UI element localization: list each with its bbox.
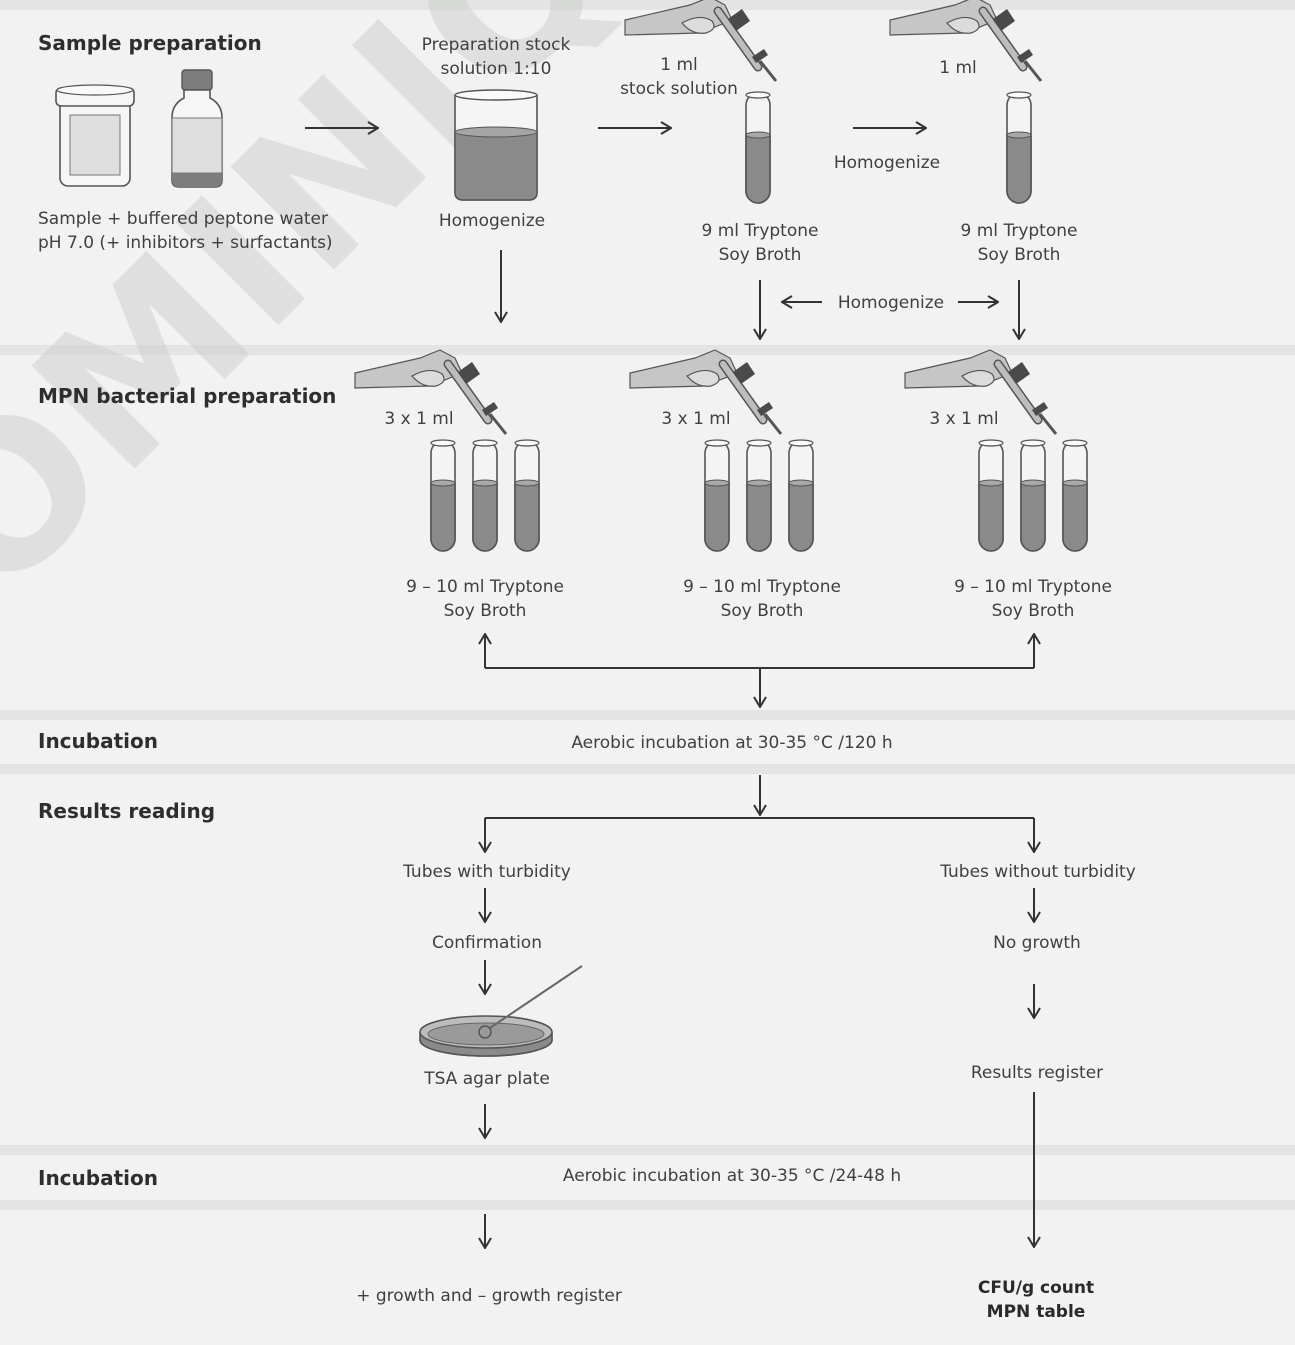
bottle-icon (171, 69, 223, 188)
stock-solution-label: Preparation stock solution 1:10 (422, 33, 571, 81)
homogenize-label: Homogenize (438, 211, 546, 231)
flow-arrows (305, 128, 1034, 1248)
cfu-line-2: MPN table (986, 1302, 1086, 1322)
test-tube-icon (514, 439, 540, 552)
section-divider (0, 1145, 1295, 1155)
sample-line-2: pH 7.0 (+ inhibitors + surfactants) (38, 233, 333, 253)
test-tube-icon (472, 439, 498, 552)
section-divider (0, 0, 1295, 10)
mpn-line-1: 9 – 10 ml Tryptone (406, 577, 564, 597)
test-tube-icon (430, 439, 456, 552)
turbidity-negative-label: Tubes without turbidity (940, 862, 1136, 882)
sample-line-1: Sample + buffered peptone water (38, 209, 328, 229)
mpn-tube-label: 9 – 10 ml Tryptone Soy Broth (406, 575, 564, 623)
stock-line-2: solution 1:10 (440, 59, 552, 79)
no-growth-label: No growth (993, 933, 1081, 953)
tube-line-1: 9 ml Tryptone (960, 221, 1078, 241)
mpn-line-2: Soy Broth (443, 601, 527, 621)
tube-line-2: Soy Broth (977, 245, 1061, 265)
pipette-volume-label: 1 ml stock solution (620, 53, 738, 101)
test-tube-icon (746, 439, 772, 552)
mpn-line-2: Soy Broth (720, 601, 804, 621)
beaker-icon (454, 89, 538, 201)
cfu-line-1: CFU/g count (977, 1278, 1095, 1298)
cfu-count-label: CFU/g count MPN table (978, 1276, 1094, 1324)
pipette-volume-label: 3 x 1 ml (384, 409, 454, 429)
test-tube-icon (1006, 91, 1032, 204)
sample-description: Sample + buffered peptone water pH 7.0 (… (38, 207, 333, 255)
section-title-sample-preparation: Sample preparation (38, 31, 262, 55)
section-divider (0, 345, 1295, 355)
section-title-mpn-preparation: MPN bacterial preparation (38, 384, 337, 408)
mpn-line-1: 9 – 10 ml Tryptone (683, 577, 841, 597)
mpn-tube-label: 9 – 10 ml Tryptone Soy Broth (954, 575, 1112, 623)
homogenize-label: Homogenize (837, 293, 945, 313)
tube-label: 9 ml Tryptone Soy Broth (961, 219, 1078, 267)
section-title-results-reading: Results reading (38, 799, 216, 823)
pipette-volume-label: 1 ml (939, 58, 977, 78)
section-divider (0, 710, 1295, 720)
growth-register-label: + growth and – growth register (356, 1286, 622, 1306)
pipette-line-1: 1 ml (660, 55, 698, 75)
section-title-incubation: Incubation (38, 729, 158, 753)
tube-line-1: 9 ml Tryptone (701, 221, 819, 241)
turbidity-positive-label: Tubes with turbidity (403, 862, 571, 882)
petri-dish-icon (419, 965, 583, 1057)
mpn-line-2: Soy Broth (991, 601, 1075, 621)
section-title-incubation: Incubation (38, 1166, 158, 1190)
test-tube-icon (788, 439, 814, 552)
section-divider (0, 1200, 1295, 1210)
confirmation-label: Confirmation (432, 933, 542, 953)
tube-label: 9 ml Tryptone Soy Broth (702, 219, 819, 267)
test-tube-icon (1020, 439, 1046, 552)
pipette-volume-label: 3 x 1 ml (661, 409, 731, 429)
mpn-tube-label: 9 – 10 ml Tryptone Soy Broth (683, 575, 841, 623)
tube-line-2: Soy Broth (718, 245, 802, 265)
incubation-condition: Aerobic incubation at 30-35 °C /120 h (571, 733, 893, 753)
tsa-plate-label: TSA agar plate (424, 1069, 550, 1089)
test-tube-icon (1062, 439, 1088, 552)
stock-line-1: Preparation stock (421, 35, 571, 55)
test-tube-icon (978, 439, 1004, 552)
incubation-condition: Aerobic incubation at 30-35 °C /24-48 h (562, 1166, 902, 1186)
mpn-line-1: 9 – 10 ml Tryptone (954, 577, 1112, 597)
pipette-line-2: stock solution (620, 79, 738, 99)
test-tube-icon (745, 91, 771, 204)
homogenize-label: Homogenize (833, 153, 941, 173)
section-divider (0, 764, 1295, 774)
results-register-label: Results register (970, 1063, 1104, 1083)
jar-icon (55, 84, 135, 187)
test-tube-icon (704, 439, 730, 552)
pipette-volume-label: 3 x 1 ml (929, 409, 999, 429)
